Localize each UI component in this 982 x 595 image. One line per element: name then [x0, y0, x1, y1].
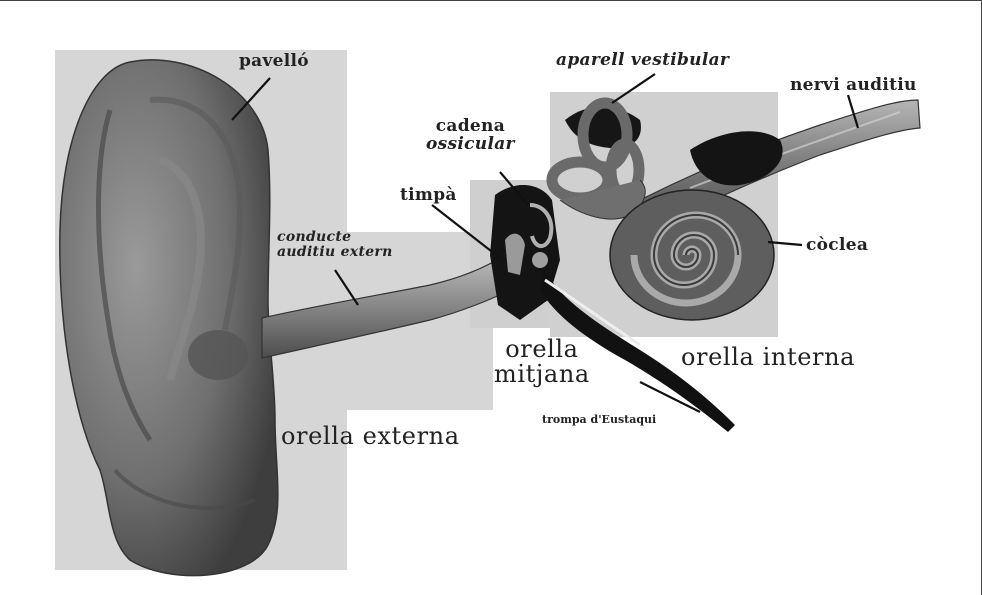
cochlea-shape [610, 190, 774, 320]
vestibular-apparatus-label: aparell vestibular [556, 52, 729, 70]
ear-canal-label-line2: auditiu extern [277, 245, 393, 260]
ear-canal-label: conducte auditiu extern [277, 230, 393, 259]
eustachian-tube-label: trompa d'Eustaqui [542, 414, 656, 426]
ear-canal-label-line1: conducte [277, 230, 393, 245]
middle-ear-label-line2: mitjana [494, 362, 590, 387]
cochlea-label: còclea [806, 237, 868, 255]
ossicular-chain-label: cadena ossicular [426, 118, 515, 154]
auditory-nerve-label: nervi auditiu [790, 77, 917, 95]
middle-ear-label: orella mitjana [494, 337, 590, 387]
inner-ear-label: orella interna [681, 345, 855, 370]
ossicular-chain-label-line2: ossicular [426, 136, 515, 154]
eardrum-label: timpà [400, 187, 457, 205]
outer-ear-label: orella externa [281, 424, 460, 449]
pinna-label: pavelló [239, 53, 309, 71]
middle-ear-label-line1: orella [494, 337, 590, 362]
